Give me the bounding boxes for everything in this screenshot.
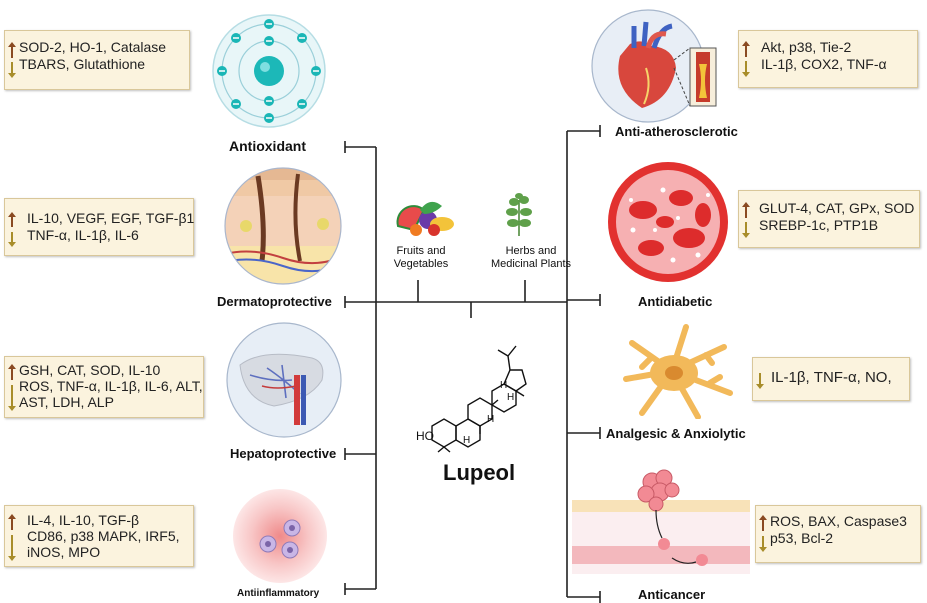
up-arrow-icon [8, 514, 16, 530]
antiinflammatory-label: Antiinflammatory [237, 588, 320, 599]
downregulated-markers: IL-1β, TNF-α, NO, [771, 369, 892, 386]
anti-atherosclerotic-label: Anti-atherosclerotic [615, 124, 738, 139]
hepatoprotective-label: Hepatoprotective [230, 446, 337, 461]
antioxidant-effects-box: SOD-2, HO-1, Catalase TBARS, Glutathione [4, 30, 190, 90]
anticancer-effects-box: ROS, BAX, Caspase3 p53, Bcl-2 [755, 505, 921, 563]
upregulated-markers: IL-4, IL-10, TGF-β [27, 512, 140, 528]
down-arrow-icon [756, 373, 764, 389]
compound-name: Lupeol [443, 460, 516, 485]
up-arrow-icon [742, 202, 750, 218]
svg-text:H: H [487, 414, 494, 425]
anticancer-label: Anticancer [638, 587, 706, 602]
downregulated-markers: ROS, TNF-α, IL-1β, IL-6, ALT, [19, 378, 203, 394]
upregulated-markers: GLUT-4, CAT, GPx, SOD [759, 200, 915, 216]
analgesic-anxiolytic-effects-box: IL-1β, TNF-α, NO, [752, 357, 910, 401]
skin-cross-section-icon [224, 167, 342, 285]
fruits-vegetables-icon [396, 201, 454, 236]
downregulated-markers: IL-1β, COX2, TNF-α [761, 56, 887, 72]
neuron-icon [623, 324, 733, 419]
up-arrow-icon [8, 364, 16, 380]
up-arrow-icon [8, 212, 16, 227]
antioxidant-label: Antioxidant [229, 138, 306, 154]
fruits-vegetables-label: Fruits and Vegetables [393, 245, 449, 270]
downregulated-markers: TNF-α, IL-1β, IL-6 [27, 227, 139, 243]
up-arrow-icon [759, 515, 767, 531]
atom-icon [212, 14, 326, 128]
dermatoprotective-effects-box: IL-10, VEGF, EGF, TGF-β1 TNF-α, IL-1β, I… [4, 198, 194, 256]
heart-artery-icon [591, 9, 717, 123]
down-arrow-icon [742, 222, 750, 238]
herbs-medicinal-plants-label: Herbs and Medicinal Plants [490, 245, 572, 270]
antiinflammatory-effects-box: IL-4, IL-10, TGF-β CD86, p38 MAPK, IRF5,… [4, 505, 194, 567]
liver-icon [226, 322, 342, 438]
antidiabetic-label: Antidiabetic [638, 294, 713, 309]
down-arrow-icon [8, 535, 16, 561]
inflammatory-cells-icon [233, 489, 327, 583]
hydroxyl-label: HO [416, 429, 434, 443]
downregulated-markers-cont: iNOS, MPO [27, 544, 101, 560]
downregulated-markers: SREBP-1c, PTP1B [759, 217, 879, 233]
upregulated-markers: IL-10, VEGF, EGF, TGF-β1 [27, 210, 195, 226]
down-arrow-icon [759, 536, 767, 552]
up-arrow-icon [8, 42, 16, 58]
downregulated-markers: CD86, p38 MAPK, IRF5, [27, 528, 180, 544]
svg-text:H: H [507, 392, 514, 403]
upregulated-markers: SOD-2, HO-1, Catalase [19, 39, 167, 55]
dermatoprotective-label: Dermatoprotective [217, 294, 332, 309]
up-arrow-icon [742, 41, 750, 57]
analgesic-anxiolytic-label: Analgesic & Anxiolytic [606, 426, 746, 441]
downregulated-markers: p53, Bcl-2 [770, 530, 834, 546]
svg-text:H: H [500, 380, 507, 391]
down-arrow-icon [8, 62, 16, 78]
upregulated-markers: GSH, CAT, SOD, IL-10 [19, 362, 161, 378]
lupeol-structure-icon: HO H H H H [416, 345, 527, 453]
hepatoprotective-effects-box: GSH, CAT, SOD, IL-10 ROS, TNF-α, IL-1β, … [4, 356, 204, 418]
blood-cells-icon [608, 162, 728, 282]
downregulated-markers-cont: AST, LDH, ALP [19, 394, 114, 410]
upregulated-markers: Akt, p38, Tie-2 [761, 39, 852, 55]
down-arrow-icon [8, 385, 16, 411]
down-arrow-icon [742, 61, 750, 77]
tumor-vessel-icon [572, 469, 750, 574]
down-arrow-icon [8, 232, 16, 247]
anti-atherosclerotic-effects-box: Akt, p38, Tie-2 IL-1β, COX2, TNF-α [738, 30, 918, 88]
downregulated-markers: TBARS, Glutathione [19, 56, 146, 72]
upregulated-markers: ROS, BAX, Caspase3 [770, 513, 907, 529]
antidiabetic-effects-box: GLUT-4, CAT, GPx, SOD SREBP-1c, PTP1B [738, 190, 920, 248]
herbs-plant-icon [506, 193, 532, 236]
svg-text:H: H [463, 435, 470, 446]
